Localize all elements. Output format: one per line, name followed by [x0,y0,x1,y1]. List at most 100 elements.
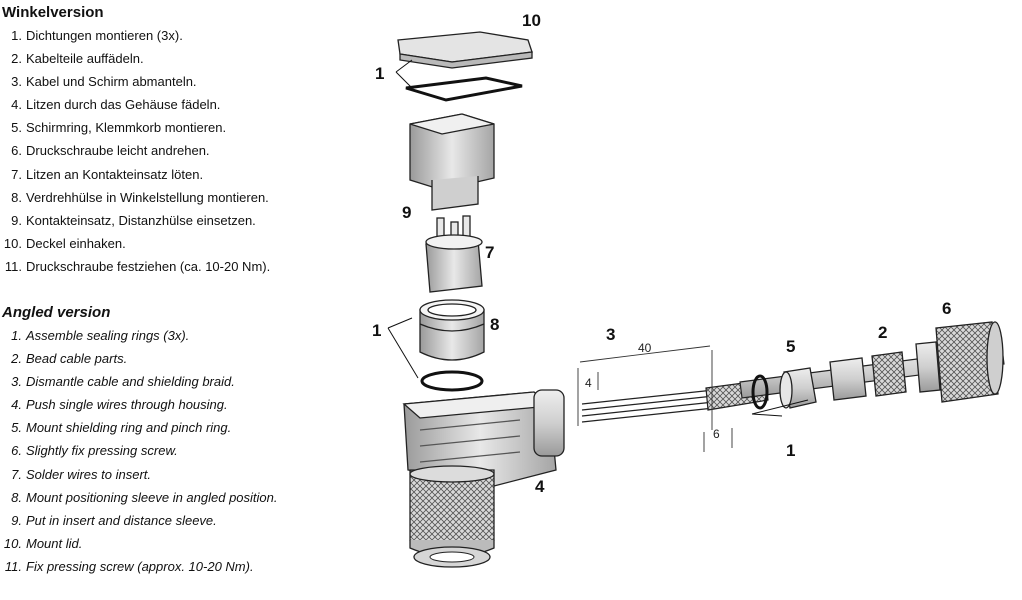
leader-lines [387,59,809,417]
housing-part [402,389,565,558]
list-item: 7.Solder wires to insert. [2,463,278,486]
list-item: 4.Litzen durch das Gehäuse fädeln. [2,93,270,116]
step-text: Druckschraube leicht andrehen. [26,143,210,159]
step-number: 9. [11,212,22,228]
step-number: 4. [11,97,22,113]
callout-seal-mid: 1 [372,321,381,340]
list-item: 3.Dismantle cable and shielding braid. [2,370,278,393]
dimension-strip-length: 40 [638,341,652,355]
list-item: 9.Kontakteinsatz, Distanzhülse einsetzen… [2,209,270,232]
list-item: 10.Deckel einhaken. [2,232,270,255]
step-number: 2. [11,351,22,367]
list-item: 5.Schirmring, Klemmkorb montieren. [2,116,270,139]
step-number: 2. [11,51,22,67]
step-text: Deckel einhaken. [26,235,126,251]
step-text: Fix pressing screw (approx. 10-20 Nm). [26,558,254,574]
dimension-braid-length: 6 [713,427,720,441]
step-number: 11. [4,258,22,274]
shield-ring-part [779,367,817,409]
callout-seal-right: 1 [786,441,795,460]
positioning-sleeve-part [419,299,485,361]
step-text: Kontakteinsatz, Distanzhülse einsetzen. [26,212,256,228]
list-item: 2.Bead cable parts. [2,347,278,370]
german-steps: 1. Dichtungen montieren (3x). 2.Kabelteil… [2,24,270,278]
callout-lid: 10 [522,11,541,30]
list-item: 3.Kabel und Schirm abmanteln. [2,70,270,93]
step-number: 5. [11,120,22,136]
callout-insert: 7 [485,243,494,262]
step-text: Dichtungen montieren (3x). [26,28,183,43]
list-item: 11.Fix pressing screw (approx. 10-20 Nm)… [2,555,278,578]
pinch-ring-part [829,351,907,401]
step-number: 7. [11,466,22,482]
seal-ring-right [751,374,769,410]
german-heading: Winkelversion [2,4,104,21]
step-text: Put in insert and distance sleeve. [26,512,217,528]
dimension-lines [577,345,733,452]
pressing-screw-part [915,321,1004,403]
step-number: 10. [3,235,22,251]
step-text: Kabel und Schirm abmanteln. [26,74,197,90]
step-text: Kabelteile auffädeln. [26,51,144,67]
instructions-panel: Winkelversion 1. Dichtungen montieren (3x… [0,0,330,600]
list-item: 8.Mount positioning sleeve in angled pos… [2,486,278,509]
step-text: Bead cable parts. [26,351,128,367]
step-number: 6. [11,443,22,459]
dimension-wire-strip: 4 [585,376,592,390]
step-number: 7. [11,166,22,182]
callout-pinch-ring: 2 [878,323,887,342]
callout-shield-ring: 5 [786,337,795,356]
step-number: 9. [11,512,22,528]
list-item: 7.Litzen an Kontakteinsatz löten. [2,163,270,186]
list-item: 5.Mount shielding ring and pinch ring. [2,416,278,439]
step-text: Mount shielding ring and pinch ring. [26,420,232,436]
lid-part [397,31,533,69]
step-text: Mount positioning sleeve in angled posit… [26,489,278,505]
step-text: Assemble sealing rings (3x). [26,328,190,343]
step-number: 1. [11,328,22,343]
step-text: Litzen an Kontakteinsatz löten. [26,166,204,182]
step-number: 11. [4,558,22,574]
callout-seal-top: 1 [375,64,384,83]
callout-positioning-sleeve: 8 [490,315,499,334]
step-number: 8. [11,489,22,505]
step-text: Verdrehhülse in Winkelstellung montieren… [26,189,269,205]
step-number: 10. [3,535,22,551]
list-item: 10.Mount lid. [2,532,278,555]
seal-ring-top [405,76,523,102]
step-text: Dismantle cable and shielding braid. [26,374,235,390]
washer [413,546,491,568]
list-item: 11.Druckschraube festziehen (ca. 10-20 N… [2,255,270,278]
step-text: Slightly fix pressing screw. [26,443,178,459]
step-text: Mount lid. [26,535,83,551]
step-text: Solder wires to insert. [26,466,151,482]
list-item: 4.Push single wires through housing. [2,393,278,416]
step-text: Druckschraube festziehen (ca. 10-20 Nm). [26,258,271,274]
callout-pressing-screw: 6 [942,299,951,318]
step-number: 1. [11,28,22,43]
english-heading: Angled version [2,304,111,321]
step-text: Litzen durch das Gehäuse fädeln. [26,97,221,113]
list-item: 9.Put in insert and distance sleeve. [2,509,278,532]
step-number: 5. [11,420,22,436]
contact-insert-part [425,215,483,293]
callout-housing: 4 [535,477,545,496]
callout-cable: 3 [606,325,615,344]
list-item: 2.Kabelteile auffädeln. [2,47,270,70]
step-number: 3. [11,374,22,390]
step-number: 3. [11,74,22,90]
step-number: 8. [11,189,22,205]
list-item: 6.Slightly fix pressing screw. [2,439,278,462]
step-number: 4. [11,397,22,413]
list-item: 1. Assemble sealing rings (3x). [2,324,278,347]
step-number: 6. [11,143,22,159]
list-item: 1. Dichtungen montieren (3x). [2,24,270,47]
list-item: 8.Verdrehhülse in Winkelstellung montier… [2,186,270,209]
seal-ring-mid [420,370,484,392]
list-item: 6.Druckschraube leicht andrehen. [2,139,270,162]
step-text: Schirmring, Klemmkorb montieren. [26,120,227,136]
step-text: Push single wires through housing. [26,397,228,413]
english-steps: 1. Assemble sealing rings (3x). 2.Bead ca… [2,324,278,578]
callout-distance-sleeve: 9 [402,203,411,222]
